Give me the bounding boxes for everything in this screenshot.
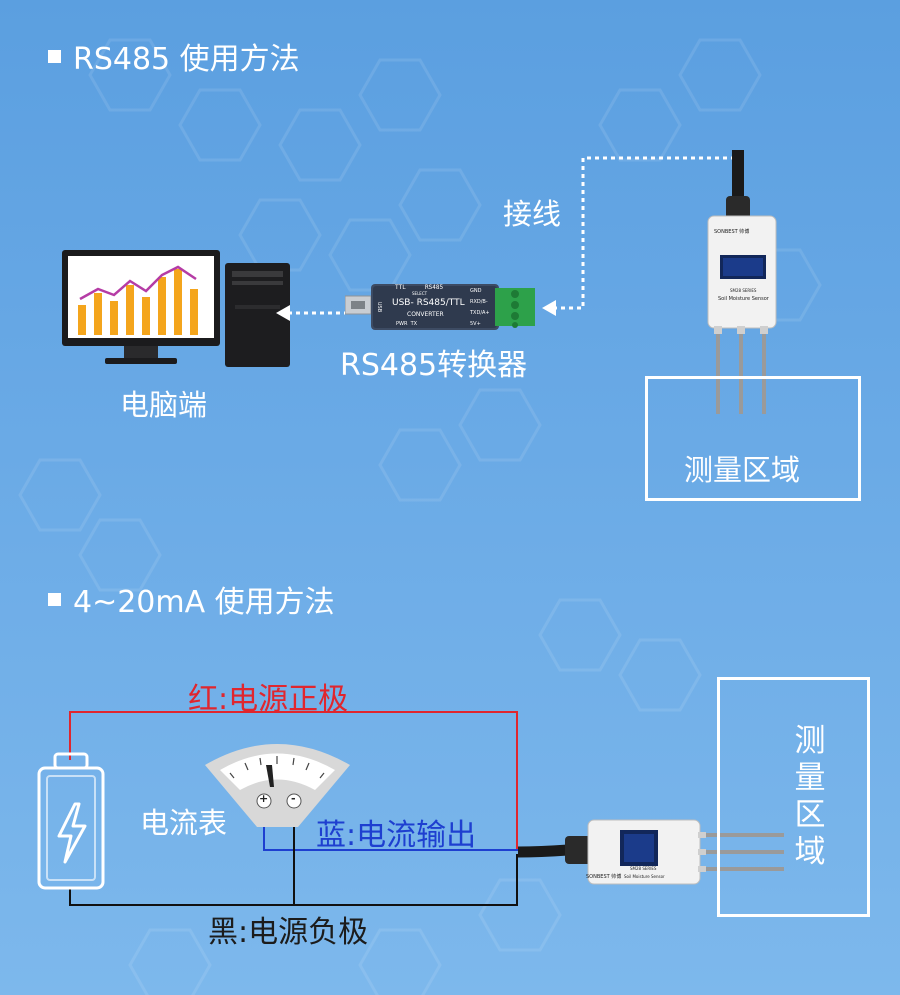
ammeter-plus-terminal: + bbox=[259, 792, 268, 805]
measure-area-label-vertical: 测量区域 bbox=[792, 723, 828, 871]
pin-label: TXD/A+ bbox=[470, 308, 490, 319]
rs485-section-title: RS485 使用方法 bbox=[48, 34, 300, 78]
arrow-to-computer bbox=[274, 301, 352, 325]
sensor-series-text: SM28 SERIES bbox=[730, 288, 756, 293]
bullet-square-icon bbox=[48, 50, 61, 63]
sensor-name-text-horizontal: Soil Moisture Sensor bbox=[624, 874, 665, 879]
battery-icon bbox=[35, 752, 107, 892]
ma-title-text: 4~20mA 使用方法 bbox=[73, 577, 335, 621]
wiring-label: 接线 bbox=[503, 191, 561, 233]
converter-main-text: USB- RS485/TTL bbox=[392, 298, 465, 308]
bullet-square-icon bbox=[48, 593, 61, 606]
converter-select-text: SELECT bbox=[412, 291, 427, 296]
converter-top-text-right: RS485 bbox=[425, 284, 443, 291]
ammeter-label: 电流表 bbox=[140, 800, 227, 842]
measure-area-label: 测量区域 bbox=[684, 447, 800, 489]
converter-pin-labels: GND RXD/B- TXD/A+ 5V+ bbox=[470, 286, 490, 330]
sensor-brand-text-horizontal: SONBEST 帅博 bbox=[586, 873, 621, 880]
usb-rs485-converter-illustration bbox=[345, 280, 545, 340]
ma-section-title: 4~20mA 使用方法 bbox=[48, 577, 335, 621]
converter-led-text: PWR TX bbox=[396, 321, 417, 327]
sensor-brand-text: SONBEST 帅博 bbox=[714, 228, 749, 235]
converter-top-text-left: TTL bbox=[395, 284, 406, 291]
ammeter-minus-terminal: - bbox=[291, 792, 296, 805]
rs485-title-text: RS485 使用方法 bbox=[73, 34, 300, 78]
converter-side-text: USB bbox=[376, 302, 382, 312]
pin-label: GND bbox=[470, 286, 490, 297]
pin-label: RXD/B- bbox=[470, 297, 490, 308]
converter-sub-text: CONVERTER bbox=[407, 311, 444, 318]
converter-label: RS485转换器 bbox=[340, 340, 527, 384]
red-wire-label: 红:电源正极 bbox=[188, 674, 348, 718]
sensor-series-text-horizontal: SM28 SERIES bbox=[630, 866, 656, 871]
black-wire-label: 黑:电源负极 bbox=[208, 907, 368, 951]
computer-illustration bbox=[60, 245, 310, 375]
computer-label: 电脑端 bbox=[120, 382, 207, 424]
sensor-name-text: Soil Moisture Sensor bbox=[718, 296, 769, 302]
pin-label: 5V+ bbox=[470, 319, 490, 330]
